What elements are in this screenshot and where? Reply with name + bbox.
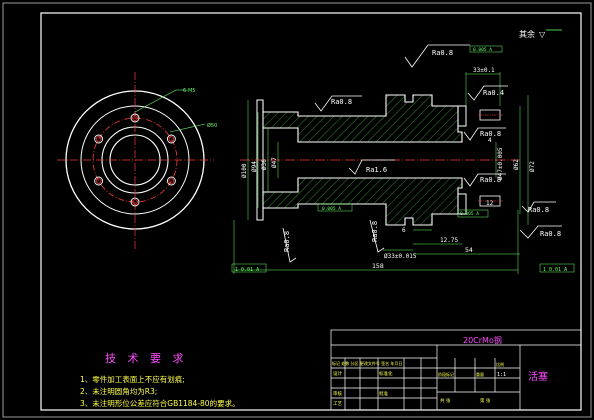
dimension-lines [233,72,529,274]
bolt-hole [166,134,176,144]
bolt-hole-thread [95,136,102,142]
roughness-mark-10: Ra0.8 [369,219,385,253]
dim-length-33: 33±0.1 [473,67,495,74]
dim-length-54: 54 [465,246,473,254]
datum-left: 1 0.01 A [231,263,267,273]
roughness-mark-3: Ra0.4 [467,85,508,101]
dim-dia-right-outer: Ø62 [513,159,520,170]
svg-text:0.005 A: 0.005 A [473,47,492,53]
dim-tol-dia: Ø33±0.015 [384,253,417,260]
svg-text:1 0.01 A: 1 0.01 A [543,267,567,273]
title-scale: 1:1 [497,372,506,378]
dim-dia-bore-right: Ø47 [271,157,278,168]
title-block [330,329,582,411]
svg-text:批准: 批准 [379,390,388,397]
tech-title: 技 术 要 求 [105,352,188,365]
svg-text:设计: 设计 [333,370,342,377]
dim-dia-left-outer: Ø100 [241,163,248,178]
bolt-hole-thread [168,136,175,142]
dim-length-12: 12 [486,200,494,207]
svg-text:Ra0.8: Ra0.8 [480,130,501,138]
title-material: 20CrMo钢 [463,335,502,345]
drawing-frame [40,12,582,411]
svg-text:Ra0.8: Ra0.8 [540,230,561,238]
section-view: 158 54 12.75 6 12 4 33±0.1 Ø33±0.015 Ø10… [231,44,575,274]
tolerance-frame-top: 0.005 A [469,45,503,53]
bolt-hole [166,176,176,186]
datum-right: 1 0.01 A [539,263,575,273]
right-flange-bottom [457,193,467,215]
svg-text:共 张: 共 张 [440,397,451,404]
svg-text:审核: 审核 [333,390,342,397]
vertical-dimension-texts: Ø100 Ø94 Ø36 Ø47 Ø47±0.005 Ø62 Ø72 [241,147,536,180]
roughness-mark-2: Ra0.8 [314,95,362,112]
svg-text:标记 处数 分区 更改文件号 签名 年月日: 标记 处数 分区 更改文件号 签名 年月日 [332,360,402,366]
svg-text:阶段标记: 阶段标记 [438,371,454,377]
roughness-mark-4: Ra0.8 [463,127,506,141]
upper-wall-section [262,94,463,143]
dim-length-6: 6 [402,227,406,234]
tech-line-2: 2、未注明圆角均为R3; [80,386,157,396]
svg-text:Ra0.4: Ra0.4 [483,89,504,97]
svg-text:Ra0.8: Ra0.8 [432,49,453,57]
svg-text:Ra0.8: Ra0.8 [480,176,501,184]
svg-text:Ra0.8: Ra0.8 [528,206,549,214]
bolt-hole [94,176,104,186]
roughness-symbol-icon: ▽ [539,30,546,39]
svg-text:0.005 A: 0.005 A [322,206,341,212]
tech-line-3: 3、未注明形位公差应符合GB1184-80的要求。 [80,398,240,408]
dim-overall-length: 158 [372,262,384,270]
roughness-symbols: Ra0.8 Ra0.8 Ra0.4 Ra0.8 Ra1.6 Ra0.8 [282,44,562,263]
bolt-hole-thread [132,115,138,121]
dim-dia-left-mid: Ø94 [251,161,258,172]
svg-text:重量: 重量 [476,371,484,377]
bolt-hole [130,113,140,123]
outer-profile [256,99,264,221]
svg-text:1 0.01 A: 1 0.01 A [235,267,259,273]
roughness-mark-5: Ra1.6 [348,159,395,175]
tolerance-frame-bottom: 0.005 A [317,203,353,212]
bolt-hole-thread [168,178,175,184]
svg-text:0.005 A: 0.005 A [460,211,479,217]
bolt-hole-thread [95,178,102,184]
bolt-holes [94,113,176,207]
svg-text:Ra0.8: Ra0.8 [371,221,379,242]
dim-dia-tol-2: Ø47±0.005 [497,147,504,180]
tolerance-frame-right: 0.005 A [457,209,489,218]
svg-text:Ra0.8: Ra0.8 [331,98,352,106]
bolt-hole-thread [132,199,138,205]
roughness-mark-6: Ra0.8 [463,173,506,187]
tech-requirements: 技 术 要 求 1、零件加工表面上不应有划痕; 2、未注明圆角均为R3; 3、未… [80,352,240,408]
title-block-labels: 标记 处数 分区 更改文件号 签名 年月日 设计 审核 工艺 标准化 批准 阶段… [332,360,504,407]
end-view: 6-M5 Ø50 [57,72,217,250]
svg-text:Ra1.6: Ra1.6 [366,166,387,174]
lower-wall-section [262,177,463,226]
svg-text:工艺: 工艺 [333,401,342,407]
dim-dia-right-max: Ø72 [529,161,536,172]
dim-length-4: 4 [488,137,492,144]
thread-label: 6-M5 [183,88,195,94]
roughness-mark-8: Ra0.8 [519,225,562,239]
tech-line-1: 1、零件加工表面上不应有划痕; [80,374,185,384]
dim-length-12-75: 12.75 [440,237,458,244]
roughness-mark-1: Ra0.8 [404,44,470,68]
roughness-mark-7: Ra0.8 [521,201,556,214]
general-roughness-note: 其余 ▽ [519,29,562,39]
roughness-mark-9: Ra0.8 [282,227,297,263]
svg-text:第 张: 第 张 [480,397,491,404]
note-text: 其余 [519,29,535,39]
title-part-name: 活塞 [528,370,548,383]
svg-text:比例: 比例 [496,361,504,367]
bolt-hole [94,134,104,144]
dim-dia-bore-left: Ø36 [261,159,268,170]
svg-text:Ra0.8: Ra0.8 [283,231,291,252]
svg-text:标准化: 标准化 [379,370,393,377]
bolt-hole [130,197,140,207]
diameter-label: Ø50 [207,122,217,129]
right-flange-top [457,105,467,127]
